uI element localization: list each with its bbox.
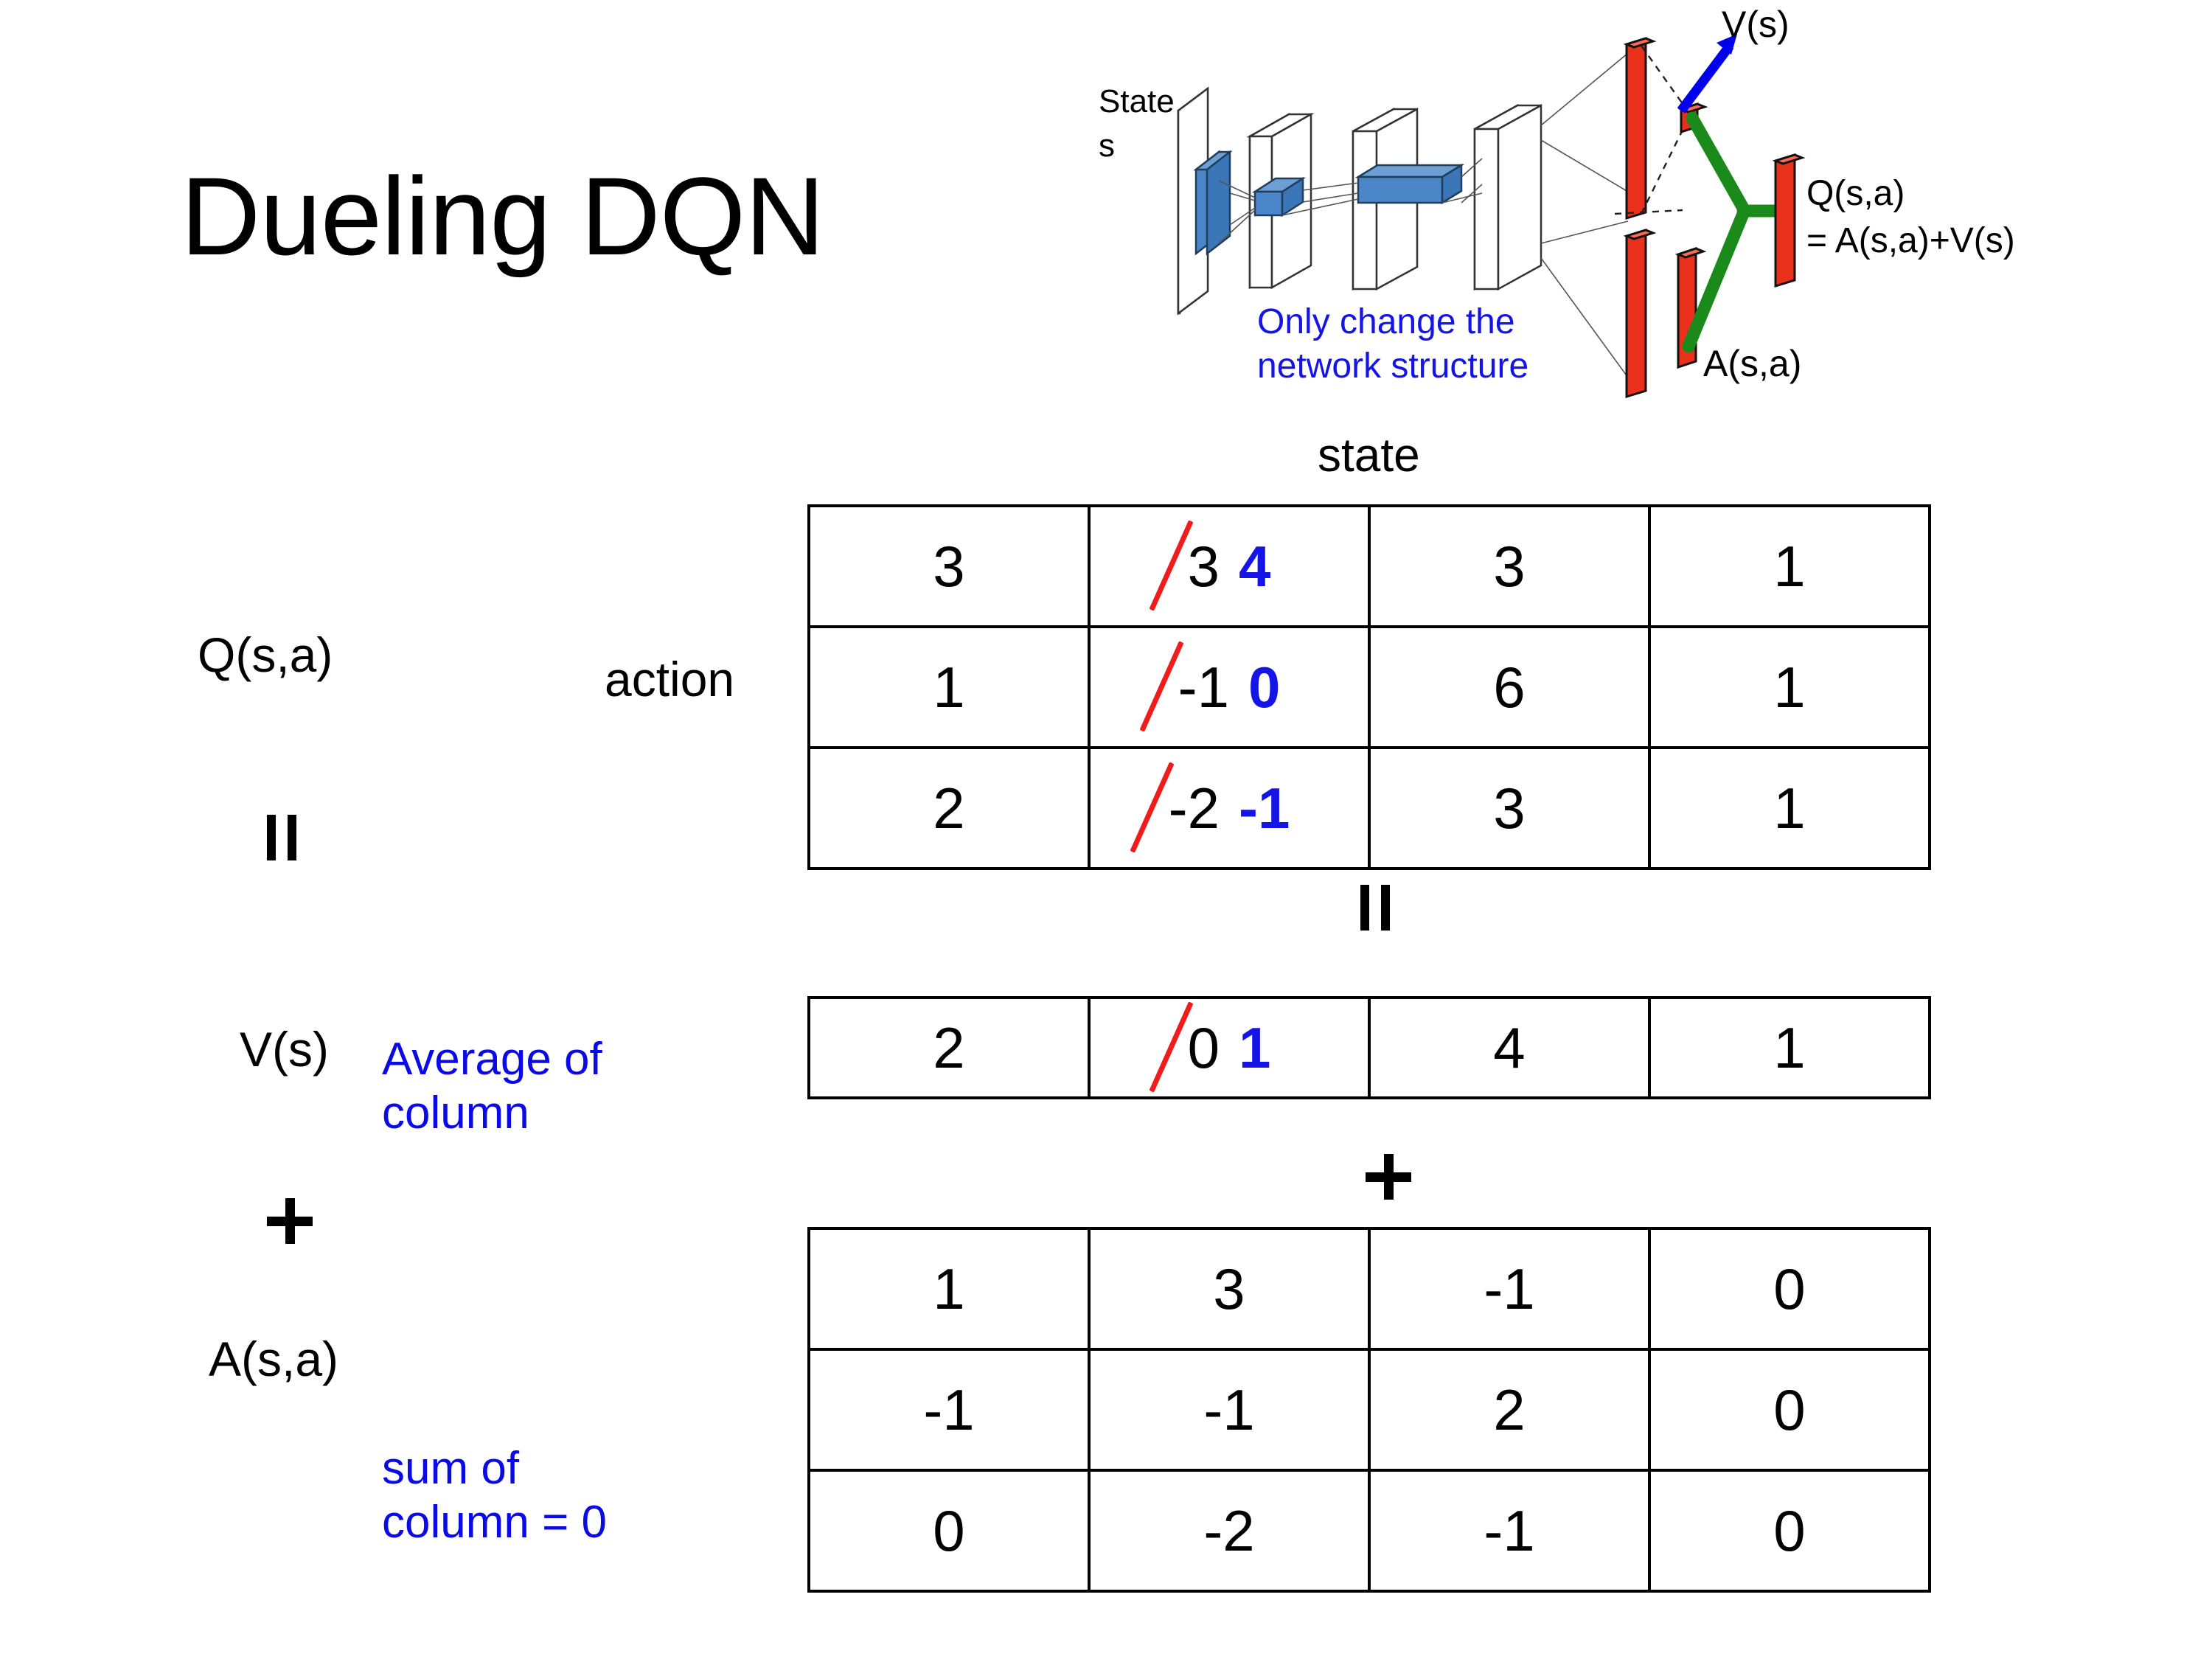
- conv-patch-2-icon: [1354, 163, 1465, 205]
- table-cell: 0: [1648, 1227, 1931, 1351]
- plus-operator-left: [267, 1198, 313, 1244]
- struck-old-value: -2: [1130, 761, 1220, 853]
- average-note-line2: column: [382, 1088, 529, 1139]
- sum-note-line2: column = 0: [382, 1497, 608, 1548]
- dueling-network-diagram: State s Only change the network structur…: [1099, 0, 2212, 413]
- strikethrough-icon: [1130, 761, 1175, 853]
- table-cell: 3: [807, 504, 1091, 628]
- input-patch-icon: [1193, 150, 1233, 256]
- page-title: Dueling DQN: [181, 154, 825, 278]
- table-cell-edited: -1 0: [1088, 625, 1371, 749]
- table-cell: 2: [807, 996, 1091, 1099]
- table-cell: 1: [1648, 746, 1931, 870]
- diagram-state-label-line1: State: [1099, 83, 1175, 119]
- struck-old-value: -1: [1139, 640, 1229, 732]
- action-axis-label: action: [605, 652, 735, 706]
- table-cell: 1: [1648, 504, 1931, 628]
- diagram-note-line2: network structure: [1257, 347, 1528, 386]
- equals-operator-center: [1360, 885, 1394, 931]
- equals-bar-2: [1381, 885, 1390, 931]
- table-cell: 0: [1648, 1469, 1931, 1593]
- q-function-label: Q(s,a): [198, 627, 333, 682]
- average-of-column-note: Average of column: [382, 1032, 602, 1140]
- table-cell: 2: [807, 746, 1091, 870]
- equals-bar-2: [288, 815, 296, 860]
- sum-note-line1: sum of: [382, 1443, 520, 1494]
- diagram-q-label-line2: = A(s,a)+V(s): [1806, 221, 2015, 260]
- table-cell: -2: [1088, 1469, 1371, 1593]
- struck-old-value: 3: [1149, 519, 1220, 611]
- table-cell: 1: [807, 1227, 1091, 1351]
- network-connections: [1218, 52, 1629, 378]
- corrected-new-value: 0: [1248, 654, 1281, 720]
- diagram-a-label: A(s,a): [1703, 343, 1801, 384]
- equals-operator-left: [267, 815, 301, 860]
- average-note-line1: Average of: [382, 1034, 602, 1085]
- strikethrough-icon: [1149, 519, 1194, 611]
- stream-dashed-links: [1614, 45, 1690, 215]
- value-stream-red-bar-icon: [1623, 36, 1657, 220]
- corrected-new-value: 4: [1239, 533, 1271, 599]
- table-cell: 3: [1088, 1227, 1371, 1351]
- v-function-label: V(s): [240, 1022, 329, 1077]
- struck-old-value: 0: [1149, 1001, 1220, 1093]
- strikethrough-icon: [1139, 640, 1184, 732]
- sum-of-column-note: sum of column = 0: [382, 1441, 607, 1549]
- state-axis-label: state: [1318, 428, 1420, 481]
- plus-operator-center: [1366, 1154, 1411, 1200]
- value-arrow-icon: [1677, 34, 1737, 114]
- conv-block-3-icon: [1473, 103, 1543, 291]
- a-function-label: A(s,a): [209, 1332, 339, 1386]
- merge-green-connector-icon: [1682, 111, 1784, 353]
- strikethrough-icon: [1149, 1001, 1194, 1093]
- equals-bar-1: [1360, 885, 1369, 931]
- table-cell: 1: [807, 625, 1091, 749]
- table-cell-edited: -2 -1: [1088, 746, 1371, 870]
- table-cell: 1: [1648, 996, 1931, 1099]
- table-cell: -1: [1368, 1227, 1651, 1351]
- table-cell: -1: [807, 1348, 1091, 1472]
- corrected-new-value: 1: [1239, 1015, 1271, 1080]
- table-cell: -1: [1368, 1469, 1651, 1593]
- diagram-note-line1: Only change the: [1257, 302, 1515, 341]
- advantage-stream-red-bar-icon: [1623, 228, 1657, 399]
- table-cell: 0: [1648, 1348, 1931, 1472]
- table-cell: 6: [1368, 625, 1651, 749]
- q-output-bar-icon: [1772, 153, 1806, 288]
- table-cell: 0: [807, 1469, 1091, 1593]
- table-cell: 1: [1648, 625, 1931, 749]
- diagram-state-label-line2: s: [1099, 128, 1115, 164]
- corrected-new-value: -1: [1239, 775, 1290, 841]
- conv-patch-1-icon: [1251, 176, 1307, 218]
- plus-bar-vertical: [285, 1198, 295, 1244]
- table-cell: 3: [1368, 504, 1651, 628]
- table-cell: 3: [1368, 746, 1651, 870]
- plus-bar-vertical: [1384, 1154, 1394, 1200]
- table-cell: 2: [1368, 1348, 1651, 1472]
- equals-bar-1: [267, 815, 276, 860]
- table-cell: -1: [1088, 1348, 1371, 1472]
- table-cell: 4: [1368, 996, 1651, 1099]
- input-plane-icon: [1177, 86, 1209, 316]
- diagram-v-label: V(s): [1722, 4, 1790, 45]
- diagram-q-label-line1: Q(s,a): [1806, 174, 1905, 213]
